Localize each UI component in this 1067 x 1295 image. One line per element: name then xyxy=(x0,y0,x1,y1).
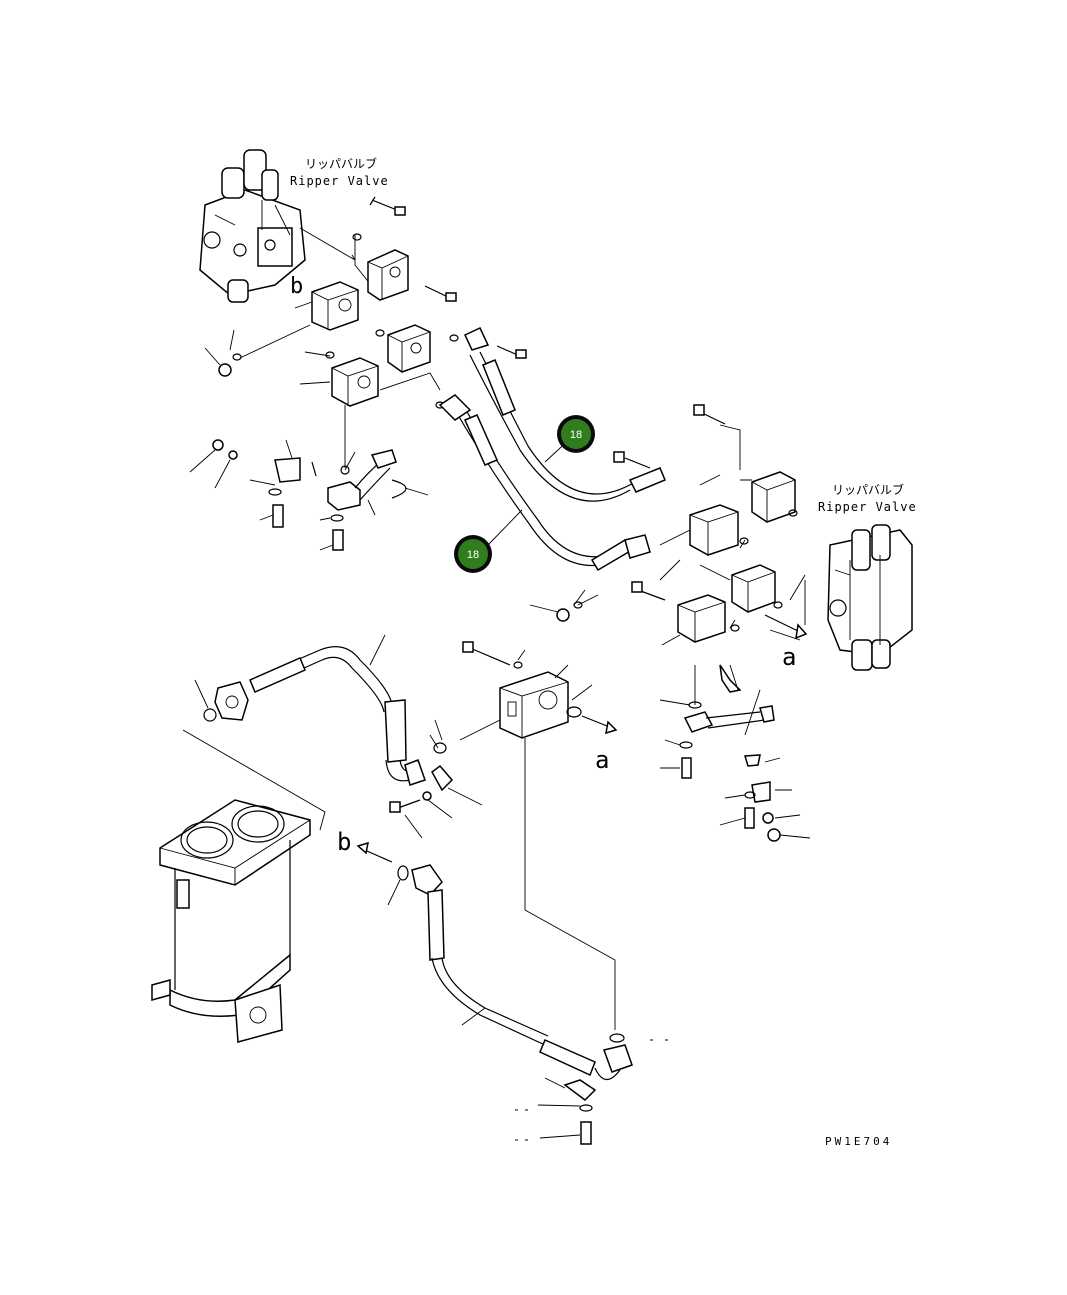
bolt-group-top xyxy=(369,196,527,359)
flange-block-3 xyxy=(387,324,431,373)
ref-letter-a-right: a xyxy=(782,643,796,671)
flange-block-1 xyxy=(367,249,409,301)
callout-18-upper-number: 18 xyxy=(570,429,582,441)
callout-18-lower[interactable]: 18 xyxy=(454,535,492,573)
ripper-valve-right xyxy=(827,524,913,671)
hose-18-lower xyxy=(454,404,651,572)
flange-block-4 xyxy=(331,357,379,407)
hose-lower-left xyxy=(214,646,426,786)
valve-label-jp-top: リッパバルブ xyxy=(305,156,377,171)
drawing-code: PW1E704 xyxy=(825,1135,892,1148)
hose-18-upper xyxy=(469,351,666,502)
valve-label-en-right: Ripper Valve xyxy=(818,500,917,514)
ref-letter-b-lower: b xyxy=(337,828,351,856)
flange-block-center xyxy=(499,671,569,739)
oil-cooler xyxy=(151,799,311,1043)
clamp-cluster-left xyxy=(249,439,429,551)
callout-18-lower-number: 18 xyxy=(467,549,479,561)
hose-lower-long xyxy=(411,864,633,1101)
valve-label-jp-right: リッパバルブ xyxy=(832,482,904,497)
ref-letter-b-top: b xyxy=(290,274,303,299)
ripper-valve-top-left xyxy=(199,149,306,303)
flange-block-2 xyxy=(311,281,359,331)
ref-letter-a-center: a xyxy=(595,746,609,774)
callout-18-upper[interactable]: 18 xyxy=(557,415,595,453)
valve-label-en-top: Ripper Valve xyxy=(290,174,389,188)
nut-left-small xyxy=(189,347,238,489)
clamp-cluster-right xyxy=(659,664,811,842)
flange-blocks-right xyxy=(677,471,796,643)
